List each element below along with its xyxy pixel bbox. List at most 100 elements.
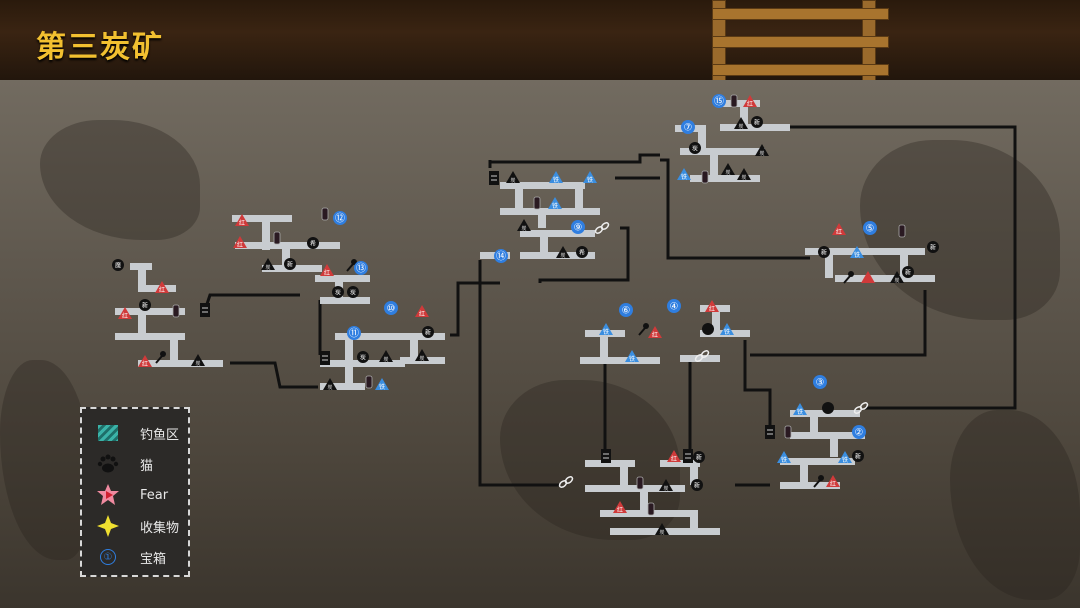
new-icon: 新 — [818, 246, 830, 258]
svg-text:炭: 炭 — [383, 356, 388, 363]
svg-text:红: 红 — [617, 506, 623, 514]
svg-text:希: 希 — [310, 240, 316, 248]
new-icon: 新 — [852, 450, 864, 462]
svg-text:③: ③ — [816, 378, 825, 389]
corridor-segment — [805, 248, 925, 255]
svg-text:炭: 炭 — [738, 123, 743, 130]
svg-text:⑨: ⑨ — [574, 223, 583, 234]
red-marker-icon — [861, 271, 875, 283]
corridor-segment — [500, 182, 585, 189]
corridor-segment — [138, 285, 176, 292]
corridor-segment — [780, 482, 840, 489]
connector-line — [478, 260, 560, 487]
door-icon — [683, 449, 693, 463]
corridor-segment — [585, 485, 685, 492]
coal-ore-icon: 炭 — [556, 246, 570, 259]
corridor-segment — [115, 308, 185, 315]
cat-paw-icon — [97, 454, 119, 473]
treasure-chest-number-icon: ⑤ — [863, 221, 877, 235]
corridor-segment — [740, 100, 748, 125]
corridor-segment — [790, 410, 860, 417]
door-icon — [489, 171, 499, 185]
svg-text:炭: 炭 — [894, 277, 899, 284]
svg-text:⑤: ⑤ — [866, 224, 875, 235]
legend-row-chest: ① 宝箱 — [96, 545, 166, 569]
connector-line — [230, 361, 318, 389]
svg-text:④: ④ — [670, 302, 679, 313]
new-icon: 新 — [693, 451, 705, 463]
red-marker-icon: 红 — [233, 236, 247, 249]
corridor-segment — [600, 510, 690, 517]
svg-text:铁: 铁 — [681, 173, 687, 181]
coal-ore-icon: 炭 — [721, 163, 735, 176]
lantern-icon — [701, 170, 709, 184]
corridor-segment — [690, 175, 760, 182]
corridor-segment — [900, 248, 908, 278]
iron-marker-icon: 铁 — [583, 171, 597, 184]
svg-text:铁: 铁 — [724, 328, 730, 336]
svg-text:炭: 炭 — [419, 355, 424, 362]
door-icon — [200, 303, 210, 317]
svg-text:红: 红 — [142, 360, 148, 368]
svg-text:魔: 魔 — [115, 262, 121, 270]
coal-ore-icon: 炭 — [379, 350, 393, 363]
connector-line — [490, 153, 660, 164]
svg-text:铁: 铁 — [781, 456, 787, 464]
svg-text:铁: 铁 — [553, 176, 559, 184]
new-icon: 新 — [751, 116, 763, 128]
svg-text:炭: 炭 — [560, 252, 565, 259]
coal-blob-icon: 炭 — [689, 142, 701, 154]
corridor-segment — [790, 432, 865, 439]
door-icon — [765, 425, 775, 439]
legend-panel: 钓鱼区 猫 Fear 收集物 ① 宝箱 — [80, 407, 190, 577]
corridor-segment — [835, 275, 935, 282]
svg-text:红: 红 — [747, 100, 753, 108]
corridor-segment — [810, 410, 818, 435]
svg-text:炭: 炭 — [195, 360, 200, 367]
coal-ore-icon: 炭 — [755, 144, 769, 157]
corridor-segment — [690, 460, 698, 485]
svg-text:炭: 炭 — [327, 384, 332, 391]
lantern-icon — [273, 231, 281, 245]
connector-line — [660, 158, 810, 260]
svg-text:铁: 铁 — [552, 202, 558, 210]
coal-blob-icon: 炭 — [357, 351, 369, 363]
svg-text:红: 红 — [237, 241, 243, 249]
new-icon: 新 — [691, 479, 703, 491]
legend-label: Fear — [140, 487, 169, 503]
legend-row-fishing: 钓鱼区 — [96, 421, 179, 445]
treasure-chest-number-icon: ⑬ — [354, 261, 368, 275]
corridor-segment — [690, 510, 698, 530]
lantern-icon — [321, 207, 329, 221]
red-marker-icon: 红 — [118, 307, 132, 320]
rare-icon: 希 — [307, 237, 319, 249]
iron-marker-icon: 铁 — [375, 378, 389, 391]
treasure-chest-number-icon: ⑨ — [571, 220, 585, 234]
svg-text:炭: 炭 — [692, 146, 698, 153]
coal-ore-icon: 炭 — [191, 354, 205, 367]
svg-text:红: 红 — [830, 480, 836, 488]
iron-marker-icon: 铁 — [599, 323, 613, 336]
svg-text:⑥: ⑥ — [622, 306, 631, 317]
corridor-segment — [262, 215, 270, 250]
treasure-chest-number-icon: ⑥ — [619, 303, 633, 317]
new-icon: 新 — [902, 266, 914, 278]
legend-row-cat: 猫 — [96, 452, 153, 476]
coal-ore-icon: 炭 — [506, 171, 520, 184]
chain-link-icon — [558, 476, 574, 488]
corridor-segment — [712, 305, 720, 330]
svg-text:新: 新 — [425, 329, 431, 337]
red-marker-icon: 红 — [705, 300, 719, 313]
iron-marker-icon: 铁 — [549, 171, 563, 184]
svg-text:⑪: ⑪ — [349, 328, 359, 340]
svg-text:红: 红 — [324, 269, 330, 277]
legend-label: 收集物 — [140, 520, 180, 536]
svg-text:铁: 铁 — [603, 328, 609, 336]
svg-text:⑩: ⑩ — [387, 304, 396, 315]
corridor-segment — [800, 458, 808, 483]
iron-marker-icon: 铁 — [777, 451, 791, 464]
svg-text:希: 希 — [579, 249, 585, 257]
svg-text:新: 新 — [696, 454, 702, 462]
